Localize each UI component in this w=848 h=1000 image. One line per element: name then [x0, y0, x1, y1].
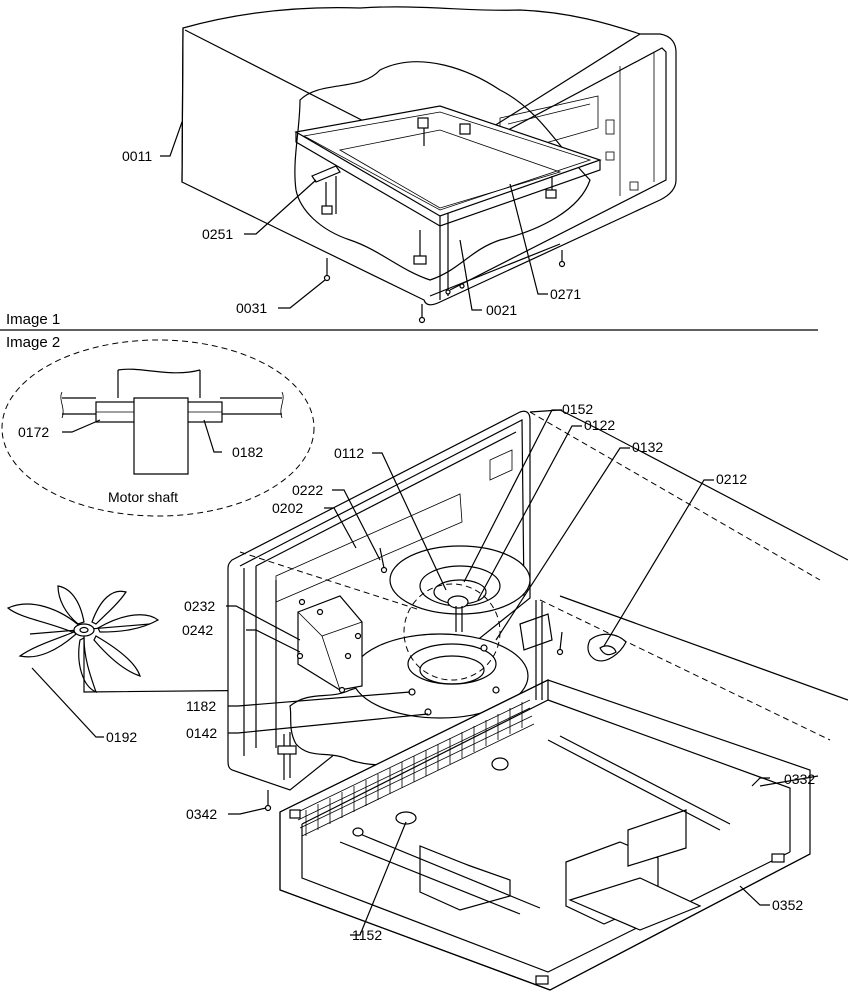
- image1-labels: 0011 0251 0031 0021 0271: [122, 148, 581, 318]
- label-0021: 0021: [486, 302, 517, 318]
- label-1152: 1152: [352, 927, 382, 943]
- label-0202: 0202: [272, 500, 303, 516]
- image2-labels: 0152 0122 0112 0132 0222 0202 0212 0232 …: [182, 401, 815, 943]
- label-0251: 0251: [202, 226, 233, 242]
- label-0342: 0342: [186, 806, 217, 822]
- label-0112: 0112: [334, 445, 364, 461]
- cabinet-assembly: [160, 6, 677, 324]
- label-0122: 0122: [584, 417, 615, 433]
- image1-caption: Image 1: [6, 311, 60, 328]
- cabinet-outline: [181, 6, 677, 306]
- label-0031: 0031: [236, 300, 267, 316]
- motor-shaft-detail: [1, 339, 315, 517]
- label-motor-shaft: Motor shaft: [108, 489, 178, 505]
- label-0132: 0132: [632, 439, 663, 455]
- image2-caption: Image 2: [6, 334, 60, 351]
- label-0172: 0172: [18, 424, 49, 440]
- label-0142: 0142: [186, 725, 217, 741]
- label-0352: 0352: [772, 897, 803, 913]
- label-0222: 0222: [292, 482, 323, 498]
- image2-leaders: [226, 409, 770, 936]
- small-parts: [264, 600, 627, 812]
- label-0011: 0011: [122, 148, 152, 164]
- cutaway-bubble: [294, 61, 591, 281]
- label-0232: 0232: [184, 598, 215, 614]
- label-0332: 0332: [784, 771, 815, 787]
- label-0192: 0192: [106, 729, 137, 745]
- tray-plate: [294, 105, 602, 217]
- fan-blade: [6, 585, 291, 738]
- label-1182: 1182: [186, 698, 216, 714]
- label-0242: 0242: [182, 622, 213, 638]
- label-0182: 0182: [232, 444, 263, 460]
- label-0271: 0271: [550, 286, 581, 302]
- base-pan: [279, 679, 811, 991]
- back-panel: [227, 410, 531, 791]
- label-0212: 0212: [716, 471, 747, 487]
- label-0152: 0152: [562, 401, 593, 417]
